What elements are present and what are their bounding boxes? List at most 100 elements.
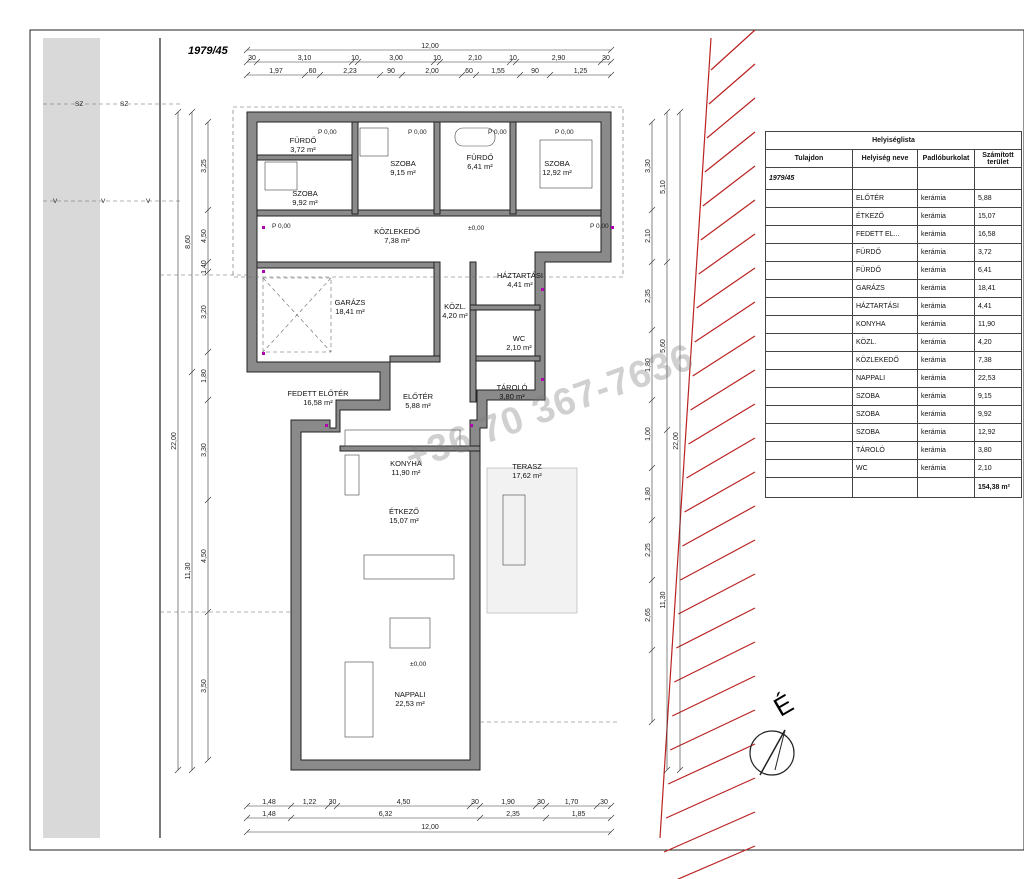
- schedule-cell: kerámia: [917, 405, 975, 424]
- dimension-value: 1,40: [201, 260, 208, 274]
- hatch-boundary: [659, 37, 712, 839]
- dimension-tick: [243, 71, 251, 79]
- schedule-owner-cell: [765, 243, 853, 262]
- hatch-line: [680, 539, 756, 581]
- schedule-owner-cell: [765, 369, 853, 388]
- hatch-line: [663, 811, 756, 853]
- dimension-value: 3,50: [201, 679, 208, 693]
- dimension-value: 30: [602, 55, 610, 62]
- dimension-value: 10: [509, 55, 517, 62]
- room-name: SZOBA: [544, 159, 569, 168]
- schedule-cell: GARÁZS: [852, 279, 918, 298]
- room-schedule-table: Helyiséglista Tulajdon Helyiség neve Pad…: [765, 131, 1022, 498]
- dimension-tick: [597, 58, 605, 66]
- schedule-cell: 15,07: [974, 207, 1022, 226]
- room-name: TÁROLÓ: [497, 383, 528, 392]
- schedule-cell: 5,88: [974, 189, 1022, 208]
- room-area: 16,58 m²: [303, 398, 333, 407]
- dimension-tick: [607, 46, 615, 54]
- dimension-value: 1,70: [565, 799, 579, 806]
- hatch-line: [678, 573, 756, 615]
- dimension-tick: [648, 326, 656, 334]
- dimension-value: 1,22: [303, 799, 317, 806]
- hatch-line: [667, 743, 756, 785]
- dimension-tick: [648, 118, 656, 126]
- dimension-value: 22,00: [673, 432, 680, 450]
- dimension-value: 2,25: [645, 543, 652, 557]
- hatch-line: [684, 471, 756, 513]
- schedule-cell: KONYHA: [852, 315, 918, 334]
- schedule-owner-cell: [765, 405, 853, 424]
- room-name: FEDETT ELŐTÉR: [287, 389, 349, 398]
- dimension-tick: [593, 802, 601, 810]
- schedule-header: Helyiség neve: [852, 149, 918, 168]
- dimension-tick: [648, 718, 656, 726]
- dimension-tick: [506, 58, 514, 66]
- dimension-value: 3,30: [645, 159, 652, 173]
- schedule-owner-cell: [765, 261, 853, 280]
- room-area: 9,15 m²: [390, 168, 416, 177]
- schedule-cell: kerámia: [917, 459, 975, 478]
- dimension-tick: [542, 802, 550, 810]
- schedule-owner-cell: [765, 441, 853, 460]
- schedule-cell: SZOBA: [852, 387, 918, 406]
- dimension-value: 4,50: [397, 799, 411, 806]
- schedule-cell: NAPPALI: [852, 369, 918, 388]
- dimension-value: 10: [351, 55, 359, 62]
- dimension-tick: [204, 118, 212, 126]
- schedule-cell: kerámia: [917, 351, 975, 370]
- room-name: SZOBA: [390, 159, 415, 168]
- dimension-value: 2,35: [506, 811, 520, 818]
- room-area: 3,72 m²: [290, 145, 316, 154]
- dimension-tick: [243, 828, 251, 836]
- level-mark: P 0,00: [272, 223, 291, 230]
- schedule-cell: kerámia: [917, 441, 975, 460]
- level-mark: P 0,00: [590, 223, 609, 230]
- garage-car-bay: [262, 277, 332, 353]
- dimension-tick: [648, 396, 656, 404]
- schedule-cell: 18,41: [974, 279, 1022, 298]
- dimension-tick: [436, 58, 444, 66]
- utility-label-v: V: [101, 198, 106, 205]
- level-mark: P 0,00: [555, 129, 574, 136]
- schedule-cell: FÜRDŐ: [852, 243, 918, 262]
- dimension-tick: [316, 71, 324, 79]
- schedule-header: Számított terület: [974, 149, 1022, 168]
- dimension-value: 3,10: [298, 55, 312, 62]
- schedule-cell: 9,15: [974, 387, 1022, 406]
- dimension-tick: [516, 71, 524, 79]
- hatch-line: [669, 709, 756, 751]
- hatch-line: [665, 777, 756, 819]
- hatch-line: [690, 369, 756, 411]
- schedule-cell: kerámia: [917, 279, 975, 298]
- dimension-tick: [542, 814, 550, 822]
- dimension-value: 1,25: [574, 68, 588, 75]
- dimension-value: 10: [433, 55, 441, 62]
- schedule-cell: 6,41: [974, 261, 1022, 280]
- schedule-cell: 12,92: [974, 423, 1022, 442]
- room-area: 7,38 m²: [384, 236, 410, 245]
- hatch-line: [708, 63, 756, 105]
- dimension-value: 60: [309, 68, 317, 75]
- dimension-tick: [648, 576, 656, 584]
- schedule-cell: kerámia: [917, 261, 975, 280]
- schedule-cell: SZOBA: [852, 423, 918, 442]
- schedule-cell: kerámia: [917, 225, 975, 244]
- dimension-tick: [476, 814, 484, 822]
- dimension-tick: [174, 108, 182, 116]
- dimension-value: 3,20: [201, 305, 208, 319]
- room-area: 12,92 m²: [542, 168, 572, 177]
- schedule-cell: 22,53: [974, 369, 1022, 388]
- dimension-value: 1,48: [262, 799, 276, 806]
- schedule-owner-cell: [765, 207, 853, 226]
- dimension-value: 2,10: [468, 55, 482, 62]
- dimension-value: 2,90: [552, 55, 566, 62]
- dimension-tick: [648, 206, 656, 214]
- room-name: KÖZL.: [444, 302, 466, 311]
